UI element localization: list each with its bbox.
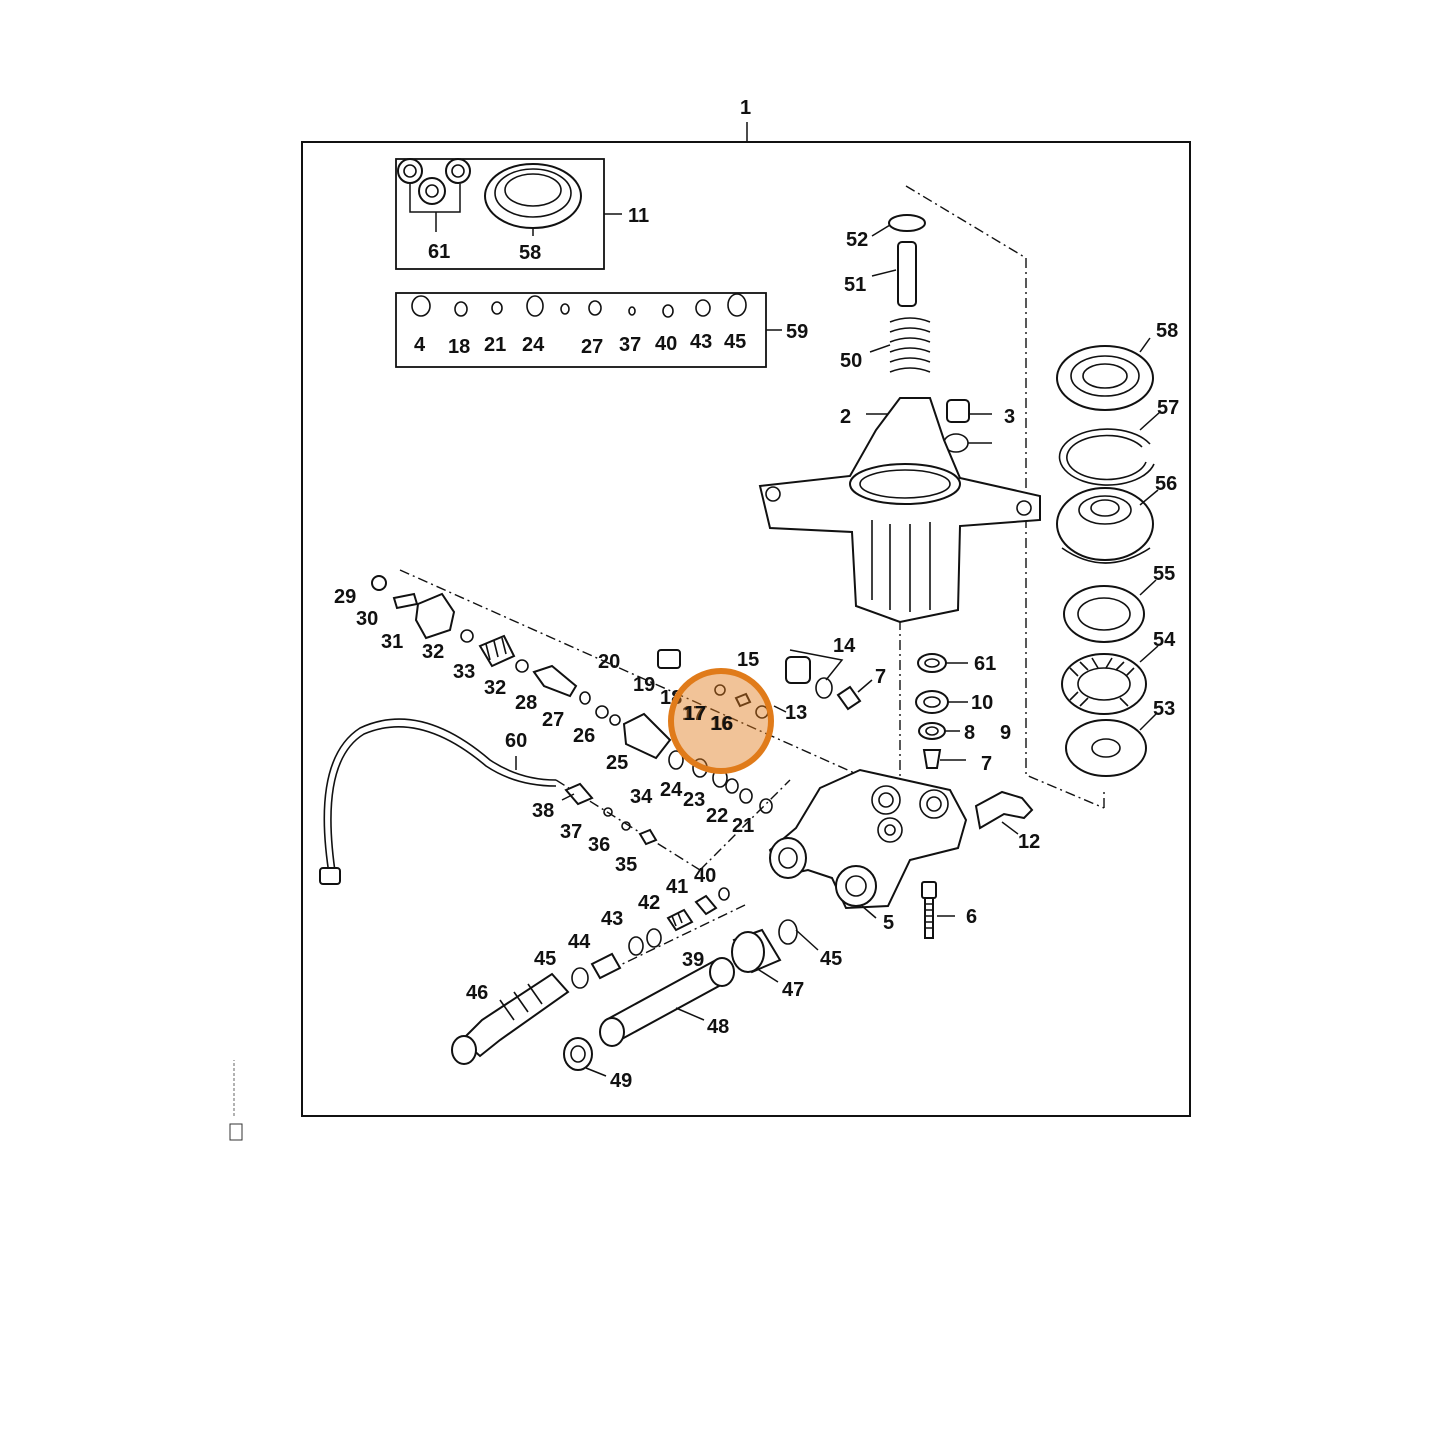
callout-label: 36 (588, 834, 610, 856)
oring-kit-item: 4 (414, 334, 426, 356)
seal-kit-item-58: 58 (519, 242, 541, 264)
callout-label: 26 (573, 725, 595, 747)
oring-kit-label: 59 (786, 321, 808, 343)
oring-kit-item: 37 (619, 334, 641, 356)
callout-label: 2 (840, 406, 851, 428)
callout-label: 12 (1018, 831, 1040, 853)
callout-label: 60 (505, 730, 527, 752)
callout-leaders (515, 224, 1161, 1077)
callout-label: 42 (638, 892, 660, 914)
callout-label: 7 (981, 753, 992, 775)
callout-label: 45 (534, 948, 556, 970)
callout-label: 38 (532, 800, 554, 822)
callout-label: 21 (732, 815, 754, 837)
callout-label: 61 (974, 653, 996, 675)
callout-label: 31 (381, 631, 403, 653)
callout-label: 54 (1153, 629, 1176, 651)
callout-label: 52 (846, 229, 868, 251)
callout-label: 24 (660, 779, 683, 801)
oring-kit-item: 40 (655, 333, 677, 355)
callout-label: 53 (1153, 698, 1175, 720)
callout-label: 10 (971, 692, 993, 714)
callout-label: 56 (1155, 473, 1177, 495)
highlight-part-label: 16 (711, 713, 733, 735)
callout-label: 9 (1000, 722, 1011, 744)
callout-label: 41 (666, 876, 688, 898)
seal-kit-box[interactable]: 61 58 11 (395, 158, 649, 270)
callout-label: 17 (682, 703, 704, 725)
highlight-part-label: 17 (684, 703, 706, 725)
callout-label: 8 (964, 722, 975, 744)
oring-kit-item: 27 (581, 336, 603, 358)
seal-kit-label: 11 (628, 205, 649, 227)
callout-label: 7 (875, 666, 886, 688)
unloader-parts (319, 575, 798, 1071)
callout-label: 37 (560, 821, 582, 843)
callout-label: 14 (833, 635, 856, 657)
callout-label: 23 (683, 789, 705, 811)
callout-label: 55 (1153, 563, 1175, 585)
callout-label: 47 (782, 979, 804, 1001)
callout-label: 48 (707, 1016, 729, 1038)
pump-crank-parts (758, 214, 1155, 777)
callout-label: 49 (610, 1070, 632, 1092)
callout-label: 32 (422, 641, 444, 663)
oring-kit-item: 45 (724, 331, 746, 353)
callout-label: 27 (542, 709, 564, 731)
callout-label: 20 (598, 651, 620, 673)
assembly-guide-lines (399, 185, 1105, 971)
callout-label: 34 (630, 786, 653, 808)
callout-label: 30 (356, 608, 378, 630)
callout-label: 29 (334, 586, 356, 608)
oring-kit-box[interactable]: 4 18 21 24 27 37 40 43 45 59 (395, 292, 808, 368)
highlight-marker[interactable]: 17 16 (668, 668, 774, 774)
callout-label: 28 (515, 692, 537, 714)
oring-kit-item: 43 (690, 331, 712, 353)
callout-label: 43 (601, 908, 623, 930)
drawing-reference-mark (229, 1060, 243, 1141)
callout-label: 45 (820, 948, 842, 970)
oring-kit-item: 18 (448, 336, 470, 358)
callout-label: 39 (682, 949, 704, 971)
callout-label: 3 (1004, 406, 1015, 428)
callout-label: 25 (606, 752, 628, 774)
callout-label: 22 (706, 805, 728, 827)
assembly-label: 1 (740, 97, 751, 119)
callout-label: 40 (694, 865, 716, 887)
callout-label: 58 (1156, 320, 1178, 342)
callout-label: 50 (840, 350, 862, 372)
callout-label: 6 (966, 906, 977, 928)
callout-label: 13 (785, 702, 807, 724)
callout-label: 32 (484, 677, 506, 699)
callout-labels: 2 3 5 6 7 7 8 9 10 12 13 14 15 16 17 18 … (334, 229, 1179, 1092)
seal-ring-icon (397, 158, 471, 205)
bearing-seal-icon (484, 163, 582, 229)
oring-kit-item: 21 (484, 334, 506, 356)
callout-label: 5 (883, 912, 894, 934)
callout-label: 16 (710, 713, 732, 735)
callout-label: 19 (633, 674, 655, 696)
callout-label: 46 (466, 982, 488, 1004)
callout-label: 33 (453, 661, 475, 683)
oring-kit-item: 24 (522, 334, 545, 356)
pump-manifold-parts (657, 649, 1034, 939)
callout-label: 57 (1157, 397, 1179, 419)
callout-label: 35 (615, 854, 637, 876)
callout-label: 51 (844, 274, 866, 296)
assembly-frame (301, 141, 1191, 1117)
callout-label: 44 (568, 931, 591, 953)
oring-icon (411, 293, 747, 318)
seal-kit-item-61: 61 (428, 241, 450, 263)
callout-label: 15 (737, 649, 759, 671)
